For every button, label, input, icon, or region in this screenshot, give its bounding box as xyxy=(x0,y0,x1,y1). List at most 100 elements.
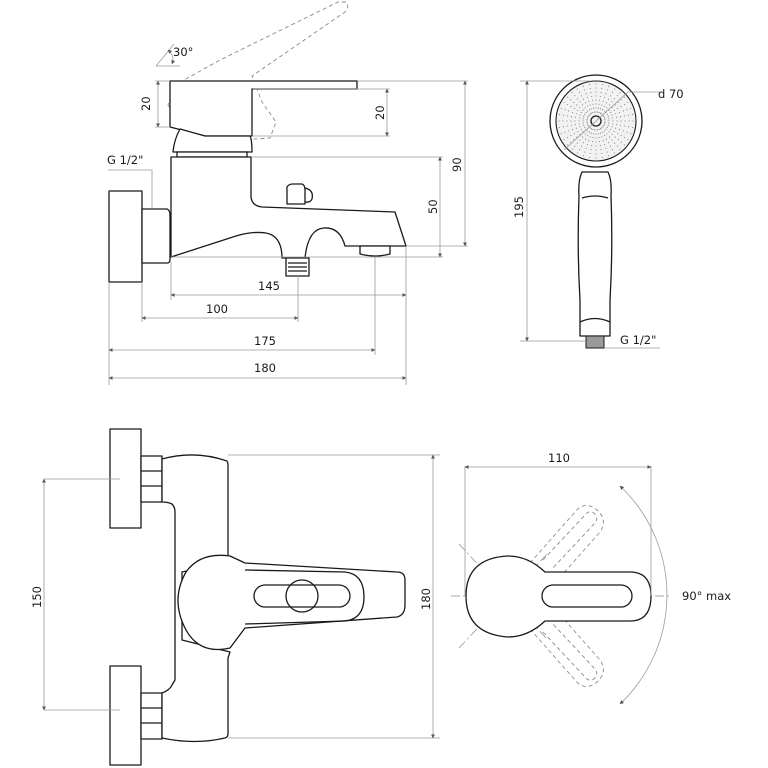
nozzle-dot xyxy=(574,124,576,126)
nozzle-dot xyxy=(605,128,607,130)
nozzle-dot xyxy=(590,112,593,114)
nozzle-dot xyxy=(591,99,593,101)
nozzle-dot xyxy=(628,120,630,122)
nozzle-dot xyxy=(584,107,586,109)
nozzle-dot xyxy=(586,118,588,120)
nozzle-dot xyxy=(578,120,580,122)
nozzle-dot xyxy=(570,120,572,122)
nozzle-dot xyxy=(600,149,602,151)
nozzle-dot xyxy=(603,105,606,107)
nozzle-dot xyxy=(604,122,606,124)
nozzle-dot xyxy=(624,136,626,139)
nozzle-dot xyxy=(631,126,633,128)
shower-outlet-thread xyxy=(285,257,310,277)
nozzle-dot xyxy=(584,133,586,135)
nozzle-dot xyxy=(608,131,610,133)
nozzle-dot xyxy=(620,116,622,118)
nozzle-dot xyxy=(606,126,608,129)
nozzle-dot xyxy=(613,109,615,112)
nozzle-dot xyxy=(579,114,581,116)
nozzle-dot xyxy=(595,129,597,131)
top-lever-slot xyxy=(541,584,633,608)
nozzle-dot xyxy=(620,99,622,101)
nozzle-dot xyxy=(624,115,626,117)
nozzle-dot xyxy=(614,98,616,100)
nozzle-dot xyxy=(599,99,601,101)
nozzle-dot xyxy=(579,101,581,103)
nut-top xyxy=(140,455,163,503)
nozzle-dot xyxy=(583,124,585,126)
angle-symbol: 30° xyxy=(155,43,193,67)
nozzle-dot xyxy=(573,132,575,135)
nozzle-dot xyxy=(573,107,575,110)
nozzle-dot xyxy=(608,85,610,87)
nozzle-dot xyxy=(603,130,605,132)
nozzle-dot xyxy=(595,91,597,93)
nozzle-dot xyxy=(592,111,594,114)
nozzle-dot xyxy=(595,145,597,147)
nozzle-dot xyxy=(590,128,593,130)
nozzle-dot xyxy=(571,111,574,113)
nozzle-dot xyxy=(603,110,605,112)
nozzle-dot xyxy=(574,116,576,118)
nozzle-dot xyxy=(589,113,591,115)
nozzle-dot xyxy=(560,107,562,109)
nozzle-dot xyxy=(584,113,586,116)
nozzle-dot xyxy=(617,139,619,141)
nozzle-dot xyxy=(584,126,586,129)
nozzle-dot xyxy=(581,136,584,138)
nozzle-dot xyxy=(597,107,599,109)
nozzle-dot xyxy=(623,144,625,146)
nozzle-dot xyxy=(570,134,572,137)
nozzle-dot xyxy=(620,124,622,126)
nozzle-dot xyxy=(587,115,589,118)
nozzle-dot xyxy=(571,92,573,94)
nozzle-dot xyxy=(623,96,625,98)
nozzle-dot xyxy=(584,102,587,104)
lever-left-position xyxy=(529,505,604,584)
flange-bottom xyxy=(109,665,142,766)
nozzle-dot xyxy=(616,124,618,126)
nozzle-dot xyxy=(620,105,622,108)
nozzle-dot xyxy=(609,145,612,147)
nozzle-dot xyxy=(617,101,619,103)
nozzle-dot xyxy=(562,120,564,122)
nozzle-dot xyxy=(605,147,607,149)
nozzle-dot xyxy=(589,127,591,129)
nozzle-dot xyxy=(611,139,613,141)
nozzle-dot xyxy=(582,120,584,122)
nozzle-dot xyxy=(616,116,618,118)
nozzle-dot xyxy=(588,100,590,102)
nozzle-dot xyxy=(601,156,603,158)
nozzle-dot xyxy=(611,106,613,109)
nozzle-dot xyxy=(603,117,606,119)
nozzle-dot xyxy=(587,124,589,127)
nozzle-dot xyxy=(582,122,584,124)
nozzle-dot xyxy=(578,91,581,93)
nozzle-dot xyxy=(595,107,597,109)
nozzle-dot xyxy=(591,145,593,147)
wall-flange xyxy=(108,190,143,283)
dim-spout-height: 50 xyxy=(426,199,440,214)
shower-thread xyxy=(585,335,605,349)
nozzle-dot xyxy=(582,98,585,100)
nozzle-dot xyxy=(559,114,561,116)
nozzle-dot xyxy=(613,152,616,154)
nozzle-dot xyxy=(603,115,605,118)
nozzle-dot xyxy=(586,96,588,99)
nozzle-dot xyxy=(601,127,603,129)
nozzle-dot xyxy=(580,145,583,147)
nozzle-dot xyxy=(589,87,591,90)
cartridge-cap xyxy=(172,128,253,153)
nozzle-dot xyxy=(582,118,584,120)
nozzle-dot xyxy=(562,126,565,128)
nozzle-dot xyxy=(590,91,592,93)
nozzle-dot xyxy=(601,109,604,111)
nozzle-dot xyxy=(607,124,609,126)
nozzle-dot xyxy=(602,100,604,102)
height-label: 180 xyxy=(419,588,433,610)
nozzle-dot xyxy=(560,133,562,135)
nozzle-dot xyxy=(576,88,579,90)
nozzle-dot xyxy=(576,98,578,100)
nozzle-dot xyxy=(591,132,593,134)
